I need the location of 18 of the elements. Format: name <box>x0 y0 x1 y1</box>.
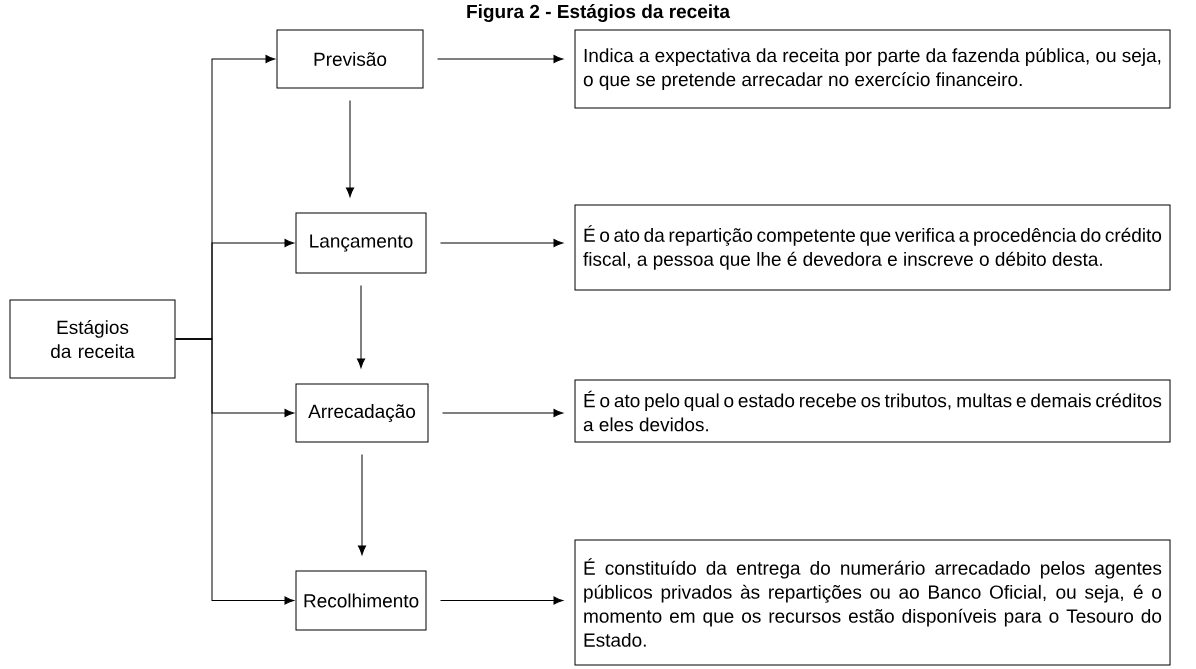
start-box: Estágios da receita <box>9 299 176 379</box>
stage-box: Arrecadação <box>295 383 429 443</box>
description-box: É o ato pelo qual o estado recebe os tributos, multas e demais créditos a eles devidos. <box>574 379 1171 443</box>
description-box: Indica a expectativa da receita por parte da fazenda pública, ou seja, o que se pretende arrecadar no exercício financeiro. <box>574 29 1171 109</box>
stage-box: Previsão <box>276 29 424 89</box>
arrow <box>357 454 367 556</box>
arrow <box>440 596 564 605</box>
stage-box: Recolhimento <box>295 570 427 631</box>
arrow <box>175 338 295 605</box>
figure-title: Figura 2 - Estágios da receita <box>467 4 731 22</box>
arrow <box>440 238 564 248</box>
arrow <box>345 100 355 198</box>
description-box: É constituído da entrega do numerário arrecadado pelos agentes públicos privados às repartições ou ao Banco Oficial, ou seja, é o momento em que os recursos estão disponíveis para o Tesouro do Estado. <box>574 539 1171 666</box>
arrow <box>437 54 564 64</box>
arrow <box>442 408 564 418</box>
stage-box: Lançamento <box>295 212 427 274</box>
arrow <box>356 285 366 369</box>
description-box: É o ato da repartição competente que verifica a procedência do crédito fiscal, a pessoa que lhe é devedora e inscreve o débito desta. <box>574 204 1171 291</box>
